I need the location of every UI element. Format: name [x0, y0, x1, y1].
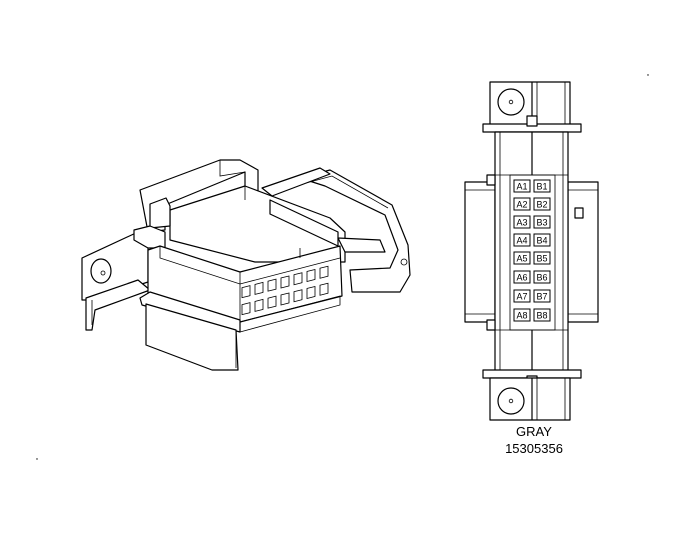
pin-b6-label: B6 [537, 273, 548, 283]
pin-b5-label: B5 [537, 254, 548, 264]
pin-b4-label: B4 [537, 236, 548, 246]
isometric-connector-view [81, 159, 411, 371]
pin-b7-label: B7 [537, 292, 548, 302]
pin-a3-label: A3 [517, 218, 528, 228]
pin-b2-label: B2 [537, 200, 548, 210]
pin-a6-label: A6 [517, 273, 528, 283]
bottom-mounting-hole [497, 387, 525, 415]
color-label: GRAY [516, 424, 552, 439]
pin-a5-label: A5 [517, 254, 528, 264]
pin-b1-label: B1 [537, 182, 548, 192]
pin-a2-label: A2 [517, 200, 528, 210]
speck [36, 458, 38, 460]
pin-a1-label: A1 [517, 182, 528, 192]
cavity-grid [241, 265, 329, 316]
part-number: 15305356 [505, 441, 563, 456]
speck [647, 74, 649, 76]
pin-a7-label: A7 [517, 292, 528, 302]
pin-b3-label: B3 [537, 218, 548, 228]
pin-a8-label: A8 [517, 311, 528, 321]
top-mounting-hole [497, 88, 525, 116]
pin-labels: A1 B1 A2 B2 A3 B3 A4 B4 A5 B5 A6 B6 A7 [513, 179, 551, 322]
pin-a4-label: A4 [517, 236, 528, 246]
pin-b8-label: B8 [537, 311, 548, 321]
face-view-connector: A1 B1 A2 B2 A3 B3 A4 B4 A5 B5 A6 B6 A7 [464, 81, 599, 421]
